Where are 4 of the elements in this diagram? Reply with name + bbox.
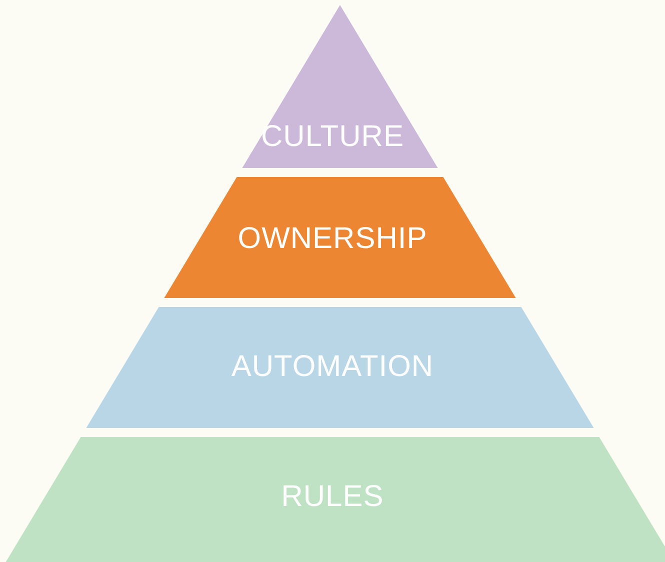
tier-label: RULES (280, 480, 385, 514)
tier-label: AUTOMATION (230, 350, 435, 384)
tier-label: OWNERSHIP (236, 222, 428, 256)
tier-label: CULTURE (260, 120, 405, 154)
